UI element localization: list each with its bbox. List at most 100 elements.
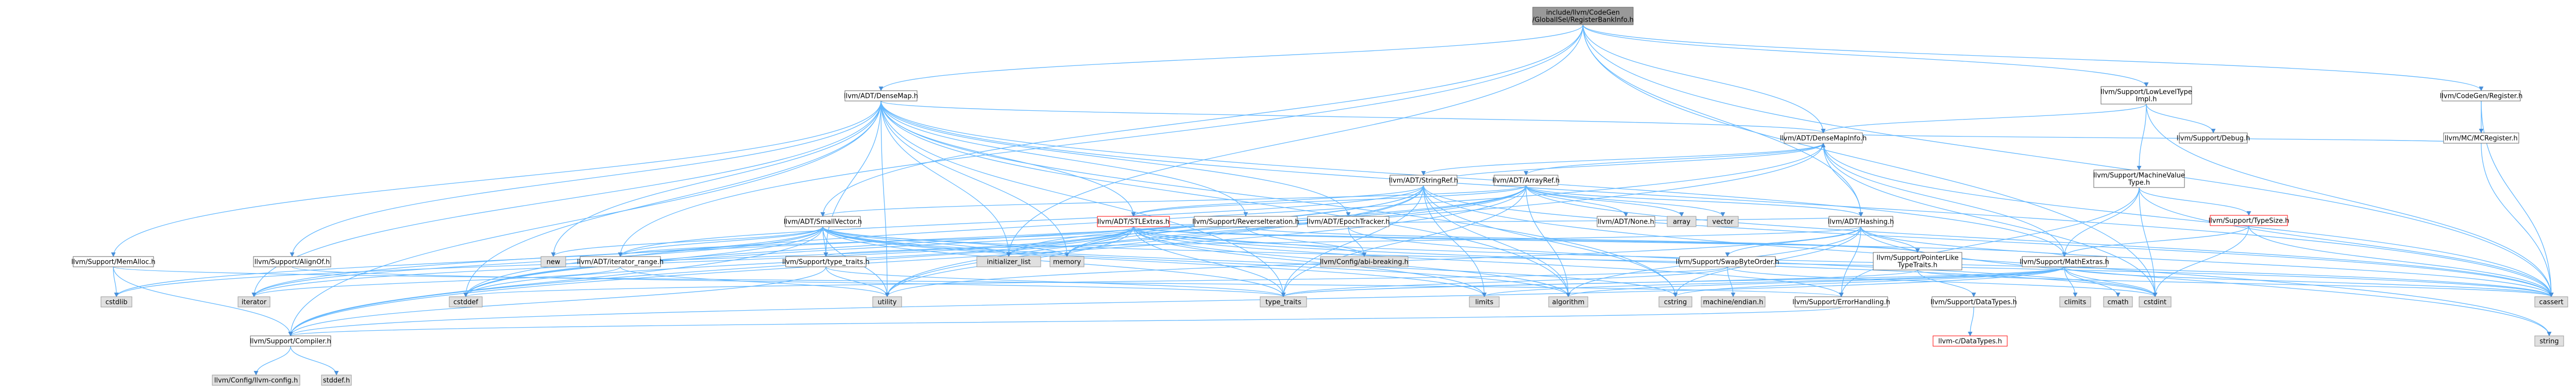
node-densemap[interactable]: llvm/ADT/DenseMap.h — [844, 90, 918, 101]
node-box — [844, 90, 918, 101]
node-box — [785, 216, 861, 227]
edge-root-to-lowleveltype — [1582, 24, 2149, 87]
node-mcregister[interactable]: llvm/MC/MCRegister.h — [2443, 132, 2519, 144]
node-machine-endian: machine/endian.h — [1701, 296, 1766, 308]
edge-stlextras-to-errorhandling — [1133, 226, 1844, 297]
node-label: llvm/Support/AlignOf.h — [255, 259, 330, 266]
node-datatypes[interactable]: llvm/Support/DataTypes.h — [1930, 296, 2017, 308]
edge-lowleveltype-to-debug — [2146, 104, 2216, 133]
edge-root-to-densemap — [878, 24, 1584, 91]
node-box — [1049, 256, 1084, 267]
node-root[interactable]: include/llvm/CodeGen/GlobalISel/Register… — [1532, 7, 1634, 25]
node-label: llvm/ADT/DenseMap.h — [844, 93, 918, 100]
node-smallvector[interactable]: llvm/ADT/SmallVector.h — [784, 216, 862, 227]
node-label: llvm/Support/LowLevelType — [2100, 89, 2192, 96]
node-label: llvm/ADT/SmallVector.h — [784, 218, 862, 226]
edge-densemap-to-new — [551, 100, 882, 257]
node-climits: climits — [2059, 296, 2091, 308]
node-abibreaking: llvm/Config/abi-breaking.h — [1320, 256, 1409, 267]
node-llvmc-datatypes[interactable]: llvm-c/DataTypes.h — [1933, 335, 2008, 347]
edge-root-to-densemapinfo — [1582, 24, 1826, 133]
edge-iterator_range-to-utility — [620, 266, 890, 297]
node-label: llvm-c/DataTypes.h — [1938, 338, 2002, 346]
edge-stringref-to-utility — [885, 185, 1424, 297]
node-mathextras[interactable]: llvm/Support/MathExtras.h — [2020, 256, 2109, 267]
node-debug[interactable]: llvm/Support/Debug.h — [2177, 132, 2250, 144]
node-box — [1794, 296, 1888, 308]
node-adtnone[interactable]: llvm/ADT/None.h — [1597, 216, 1655, 227]
node-epochtracker[interactable]: llvm/ADT/EpochTracker.h — [1307, 216, 1390, 227]
node-type-traits-h[interactable]: llvm/Support/type_traits.h — [782, 256, 870, 267]
edge-densemap-to-cstddef — [463, 100, 882, 297]
edge-mathextras-to-cstdint — [2064, 266, 2158, 297]
node-label: TypeTraits.h — [1897, 262, 1937, 269]
node-densemapinfo[interactable]: llvm/ADT/DenseMapInfo.h — [1780, 132, 1867, 144]
edge-mathextras-to-compiler — [288, 266, 2065, 336]
node-memalloc[interactable]: llvm/Support/MemAlloc.h — [71, 256, 156, 267]
node-reverseiteration[interactable]: llvm/Support/ReverseIteration.h — [1192, 216, 1299, 227]
node-box — [1931, 296, 2016, 308]
node-config-llvm: llvm/Config/llvm-config.h — [212, 375, 300, 386]
node-arrayref[interactable]: llvm/ADT/ArrayRef.h — [1493, 175, 1560, 186]
edge-typesize-to-mathextras — [2062, 225, 2249, 257]
edge-reverseiteration-to-abibreaking — [1245, 226, 1367, 257]
node-label: llvm/MC/MCRegister.h — [2445, 135, 2518, 143]
edge-smallvector-to-limits — [822, 226, 1487, 297]
node-box — [1260, 296, 1307, 308]
edge-smallvector-to-memory — [822, 226, 1070, 257]
node-label: llvm/Support/TypeSize.h — [2209, 217, 2290, 225]
node-label: limits — [1475, 299, 1494, 307]
node-box — [1097, 216, 1170, 227]
node-hashing[interactable]: llvm/ADT/Hashing.h — [1828, 216, 1894, 227]
edge-densemap-to-stlextras — [880, 100, 1136, 217]
edge-stringref-to-algorithm — [1423, 185, 1571, 297]
node-box — [321, 375, 352, 386]
node-box — [1873, 252, 1962, 270]
node-limits: limits — [1469, 296, 1500, 308]
node-box — [2059, 296, 2091, 308]
edge-stringref-to-limits — [1423, 185, 1487, 297]
node-swapbyteorder[interactable]: llvm/Support/SwapByteOrder.h — [1676, 256, 1780, 267]
node-typesize[interactable]: llvm/Support/TypeSize.h — [2209, 215, 2290, 226]
node-label: llvm/Support/type_traits.h — [782, 259, 870, 266]
node-compiler[interactable]: llvm/Support/Compiler.h — [250, 335, 331, 347]
node-box — [238, 296, 270, 308]
edge-stringref-to-cassert — [1423, 185, 2554, 297]
node-box — [872, 296, 902, 308]
node-label: cassert — [2539, 299, 2563, 307]
node-box — [785, 256, 867, 267]
node-box — [1548, 296, 1588, 308]
node-stringref[interactable]: llvm/ADT/StringRef.h — [1389, 175, 1458, 186]
node-errorhandling[interactable]: llvm/Support/ErrorHandling.h — [1792, 296, 1890, 308]
edge-stlextras-to-iterator_range — [618, 226, 1134, 257]
node-label: climits — [2064, 299, 2087, 307]
node-cg-register[interactable]: llvm/CodeGen/Register.h — [2440, 90, 2523, 101]
node-memory: memory — [1049, 256, 1084, 267]
edge-mcregister-to-densemapinfo — [1821, 132, 2482, 144]
edge-densemap-to-compiler — [288, 100, 882, 336]
edge-densemap-to-cassert — [880, 100, 2554, 297]
node-box — [1389, 175, 1458, 186]
node-alignof[interactable]: llvm/Support/AlignOf.h — [253, 256, 331, 267]
node-label: initializer_list — [987, 259, 1030, 266]
edge-cg_register-to-cassert — [2481, 100, 2554, 297]
edge-mathextras-to-limits — [1482, 266, 2065, 297]
edge-densemap-to-type_traits — [880, 100, 1286, 297]
node-box — [1707, 216, 1739, 227]
node-box — [1679, 256, 1776, 267]
node-box — [2534, 335, 2564, 347]
edge-hashing-to-cassert — [1860, 226, 2554, 297]
node-label: include/llvm/CodeGen — [1546, 9, 1620, 17]
node-label: llvm/Support/Compiler.h — [250, 338, 331, 346]
edge-hashing-to-type_traits_h — [824, 226, 1861, 257]
node-stlextras[interactable]: llvm/ADT/STLExtras.h — [1097, 216, 1170, 227]
edge-compiler-to-config_llvm — [253, 346, 291, 376]
node-iterator-range[interactable]: llvm/ADT/iterator_range.h — [577, 256, 664, 267]
edge-stlextras-to-hashing — [1133, 216, 1863, 227]
node-label: llvm/Support/ErrorHandling.h — [1792, 299, 1890, 307]
edge-reverseiteration-to-pointerlike — [1245, 226, 1920, 253]
